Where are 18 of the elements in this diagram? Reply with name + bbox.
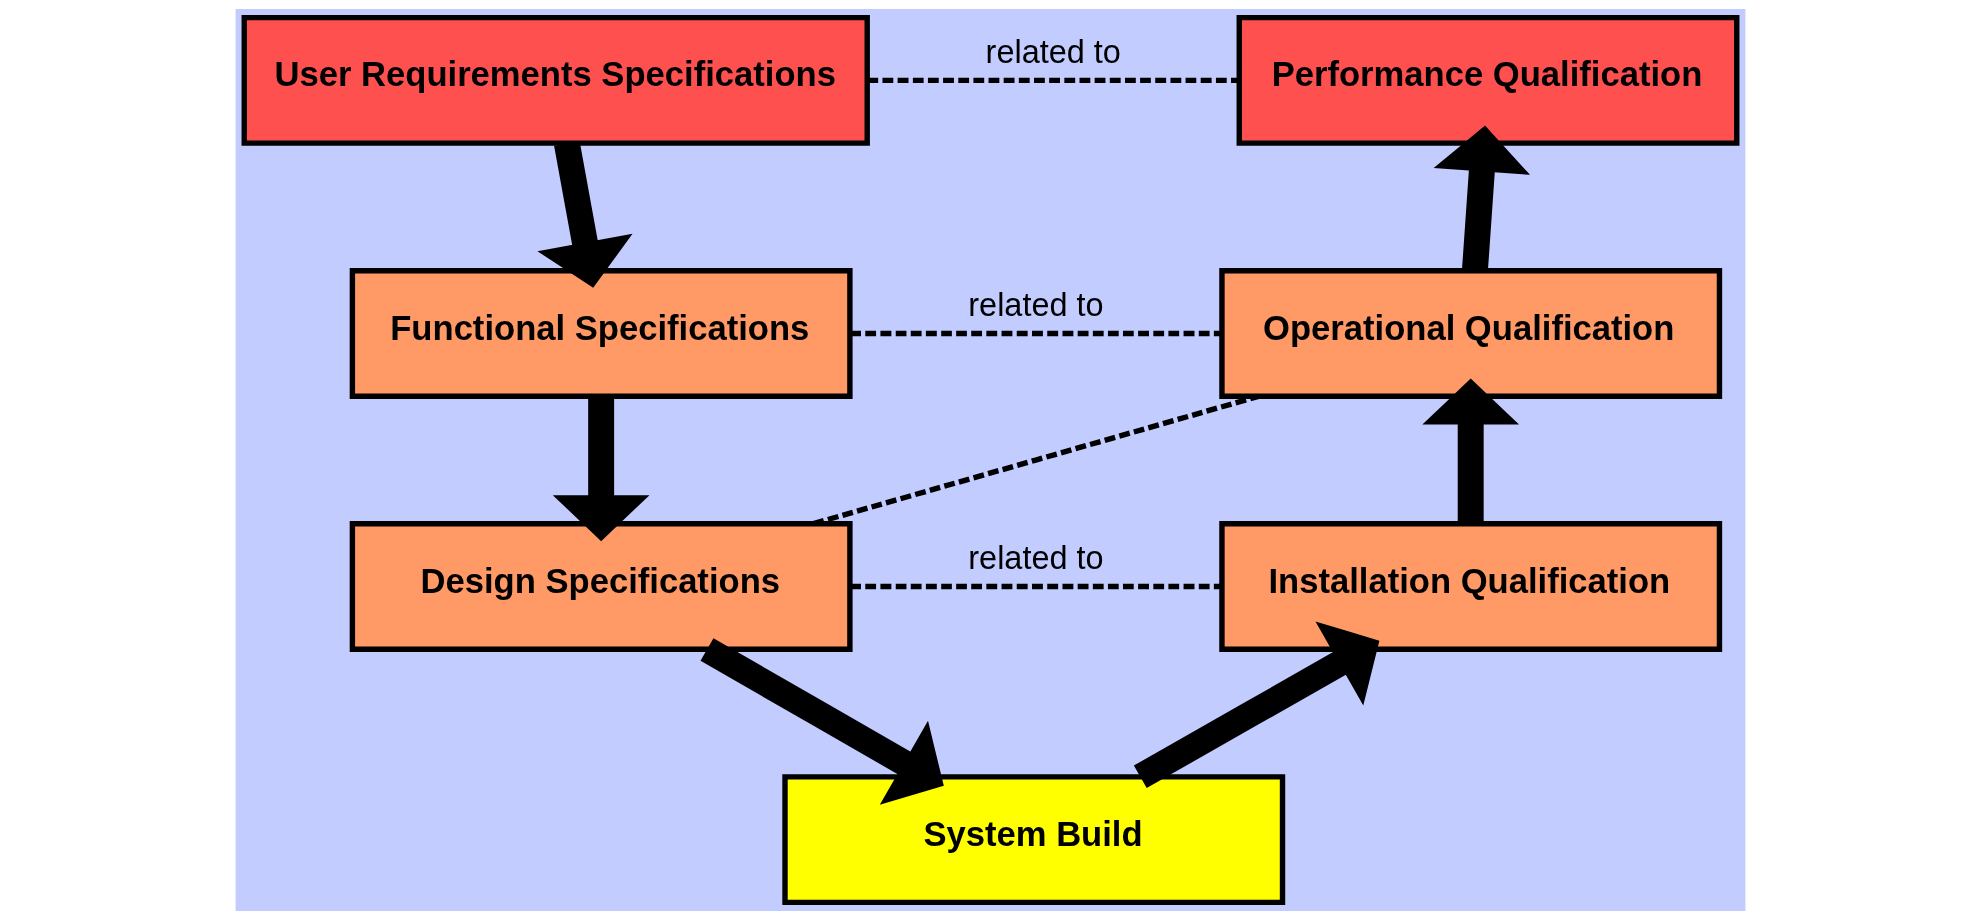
connector — [812, 393, 1259, 526]
arrow — [1421, 378, 1519, 523]
connector — [866, 77, 1239, 83]
connector — [849, 330, 1221, 336]
node-box: Performance Qualification — [1236, 14, 1739, 146]
arrow — [1133, 620, 1379, 788]
node-box: Design Specifications — [349, 520, 853, 652]
edge-label: related to — [967, 286, 1104, 323]
node-box: System Build — [781, 773, 1285, 905]
node-box: Installation Qualification — [1218, 520, 1722, 652]
edge-label: related to — [967, 539, 1104, 576]
edge-label: related to — [985, 33, 1121, 70]
node-box: Functional Specifications — [349, 267, 853, 399]
arrow — [700, 637, 944, 805]
node-box: Operational Qualification — [1218, 267, 1722, 399]
arrow — [1433, 125, 1530, 271]
node-box: User Requirements Specifications — [241, 14, 870, 146]
connector — [849, 583, 1221, 589]
